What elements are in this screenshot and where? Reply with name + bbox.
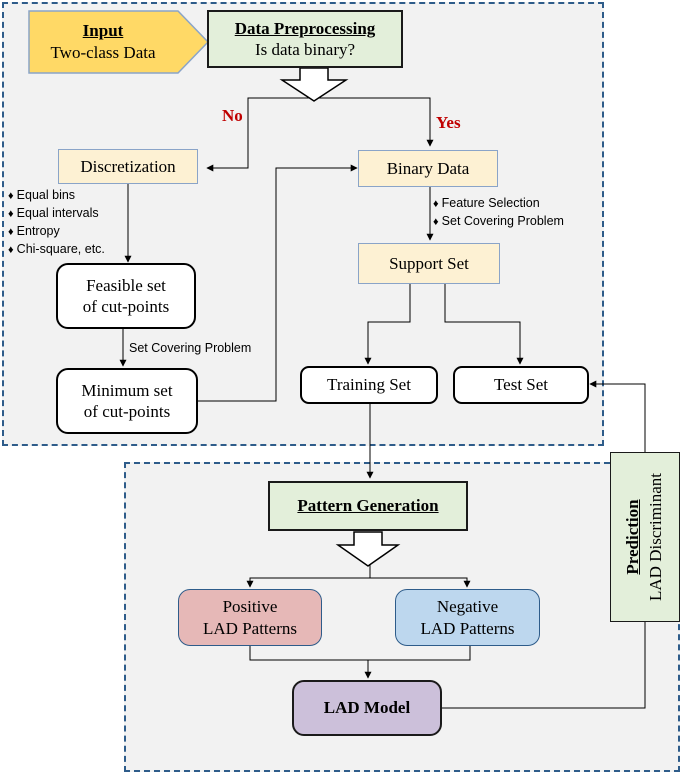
prediction-subtitle: LAD Discriminant: [646, 473, 665, 601]
step-item: Feature Selection: [433, 195, 564, 213]
support-set-label: Support Set: [389, 253, 469, 273]
discretization-box: Discretization: [58, 149, 198, 184]
lad-model-box: LAD Model: [292, 680, 442, 736]
prediction-to-test-line: [589, 380, 646, 452]
input-box: Input Two-class Data: [28, 10, 210, 74]
discretization-methods: Equal bins Equal intervals Entropy Chi-s…: [8, 187, 105, 259]
minimum-to-binary-line: [198, 164, 358, 402]
negative-line2: LAD Patterns: [420, 618, 515, 638]
method-item: Equal bins: [8, 187, 105, 205]
feasible-line2: of cut-points: [82, 297, 170, 316]
test-set-label: Test Set: [493, 375, 549, 395]
method-item: Entropy: [8, 223, 105, 241]
binary-data-label: Binary Data: [386, 158, 470, 178]
no-label: No: [222, 106, 243, 125]
no-branch-line: [206, 97, 310, 172]
preprocessing-question: Is data binary?: [254, 40, 356, 59]
feasible-line1: Feasible set: [86, 275, 166, 295]
step-item: Set Covering Problem: [433, 213, 564, 231]
binary-steps: Feature Selection Set Covering Problem: [433, 195, 564, 231]
pattern-split-line: [246, 565, 371, 588]
yes-label: Yes: [436, 113, 461, 132]
support-to-training-line: [364, 284, 411, 365]
lad-model-label: LAD Model: [323, 698, 411, 718]
pattern-generation-box: Pattern Generation: [268, 481, 468, 531]
negative-line1: Negative: [436, 597, 499, 617]
training-set-box: Training Set: [300, 366, 438, 404]
pentagon-arrow-icon: [28, 10, 210, 74]
training-set-label: Training Set: [327, 375, 411, 395]
prediction-title: Prediction: [623, 499, 643, 575]
minimum-set-box: Minimum set of cut-points: [56, 368, 198, 434]
positive-line1: Positive: [222, 597, 278, 617]
positive-to-model-line: [249, 646, 471, 661]
positive-line2: LAD Patterns: [203, 618, 297, 638]
pattern-generation-label: Pattern Generation: [297, 496, 439, 516]
data-preprocessing-box: Data Preprocessing Is data binary?: [207, 10, 403, 68]
method-item: Chi-square, etc.: [8, 241, 105, 259]
positive-patterns-box: Positive LAD Patterns: [178, 589, 322, 646]
binary-data-box: Binary Data: [358, 150, 498, 187]
input-title: Input: [82, 20, 124, 40]
pattern-to-negative-line: [370, 577, 471, 588]
test-set-box: Test Set: [453, 366, 589, 404]
yes-branch-line: [310, 97, 434, 147]
preprocessing-title: Data Preprocessing: [234, 18, 376, 38]
feasible-set-box: Feasible set of cut-points: [56, 263, 196, 329]
prediction-box: Prediction LAD Discriminant: [610, 452, 680, 622]
hollow-down-arrow-icon: [335, 531, 401, 567]
support-to-test-line: [444, 284, 524, 365]
negative-patterns-box: Negative LAD Patterns: [395, 589, 540, 646]
minimum-line1: Minimum set: [81, 380, 173, 400]
hollow-down-arrow-icon: [279, 67, 349, 102]
discretization-label: Discretization: [80, 156, 176, 176]
support-set-box: Support Set: [358, 243, 500, 284]
model-to-prediction-line: [442, 622, 646, 709]
scp-label: Set Covering Problem: [129, 341, 252, 355]
input-subtitle: Two-class Data: [50, 43, 156, 62]
method-item: Equal intervals: [8, 205, 105, 223]
minimum-line2: of cut-points: [83, 402, 171, 421]
